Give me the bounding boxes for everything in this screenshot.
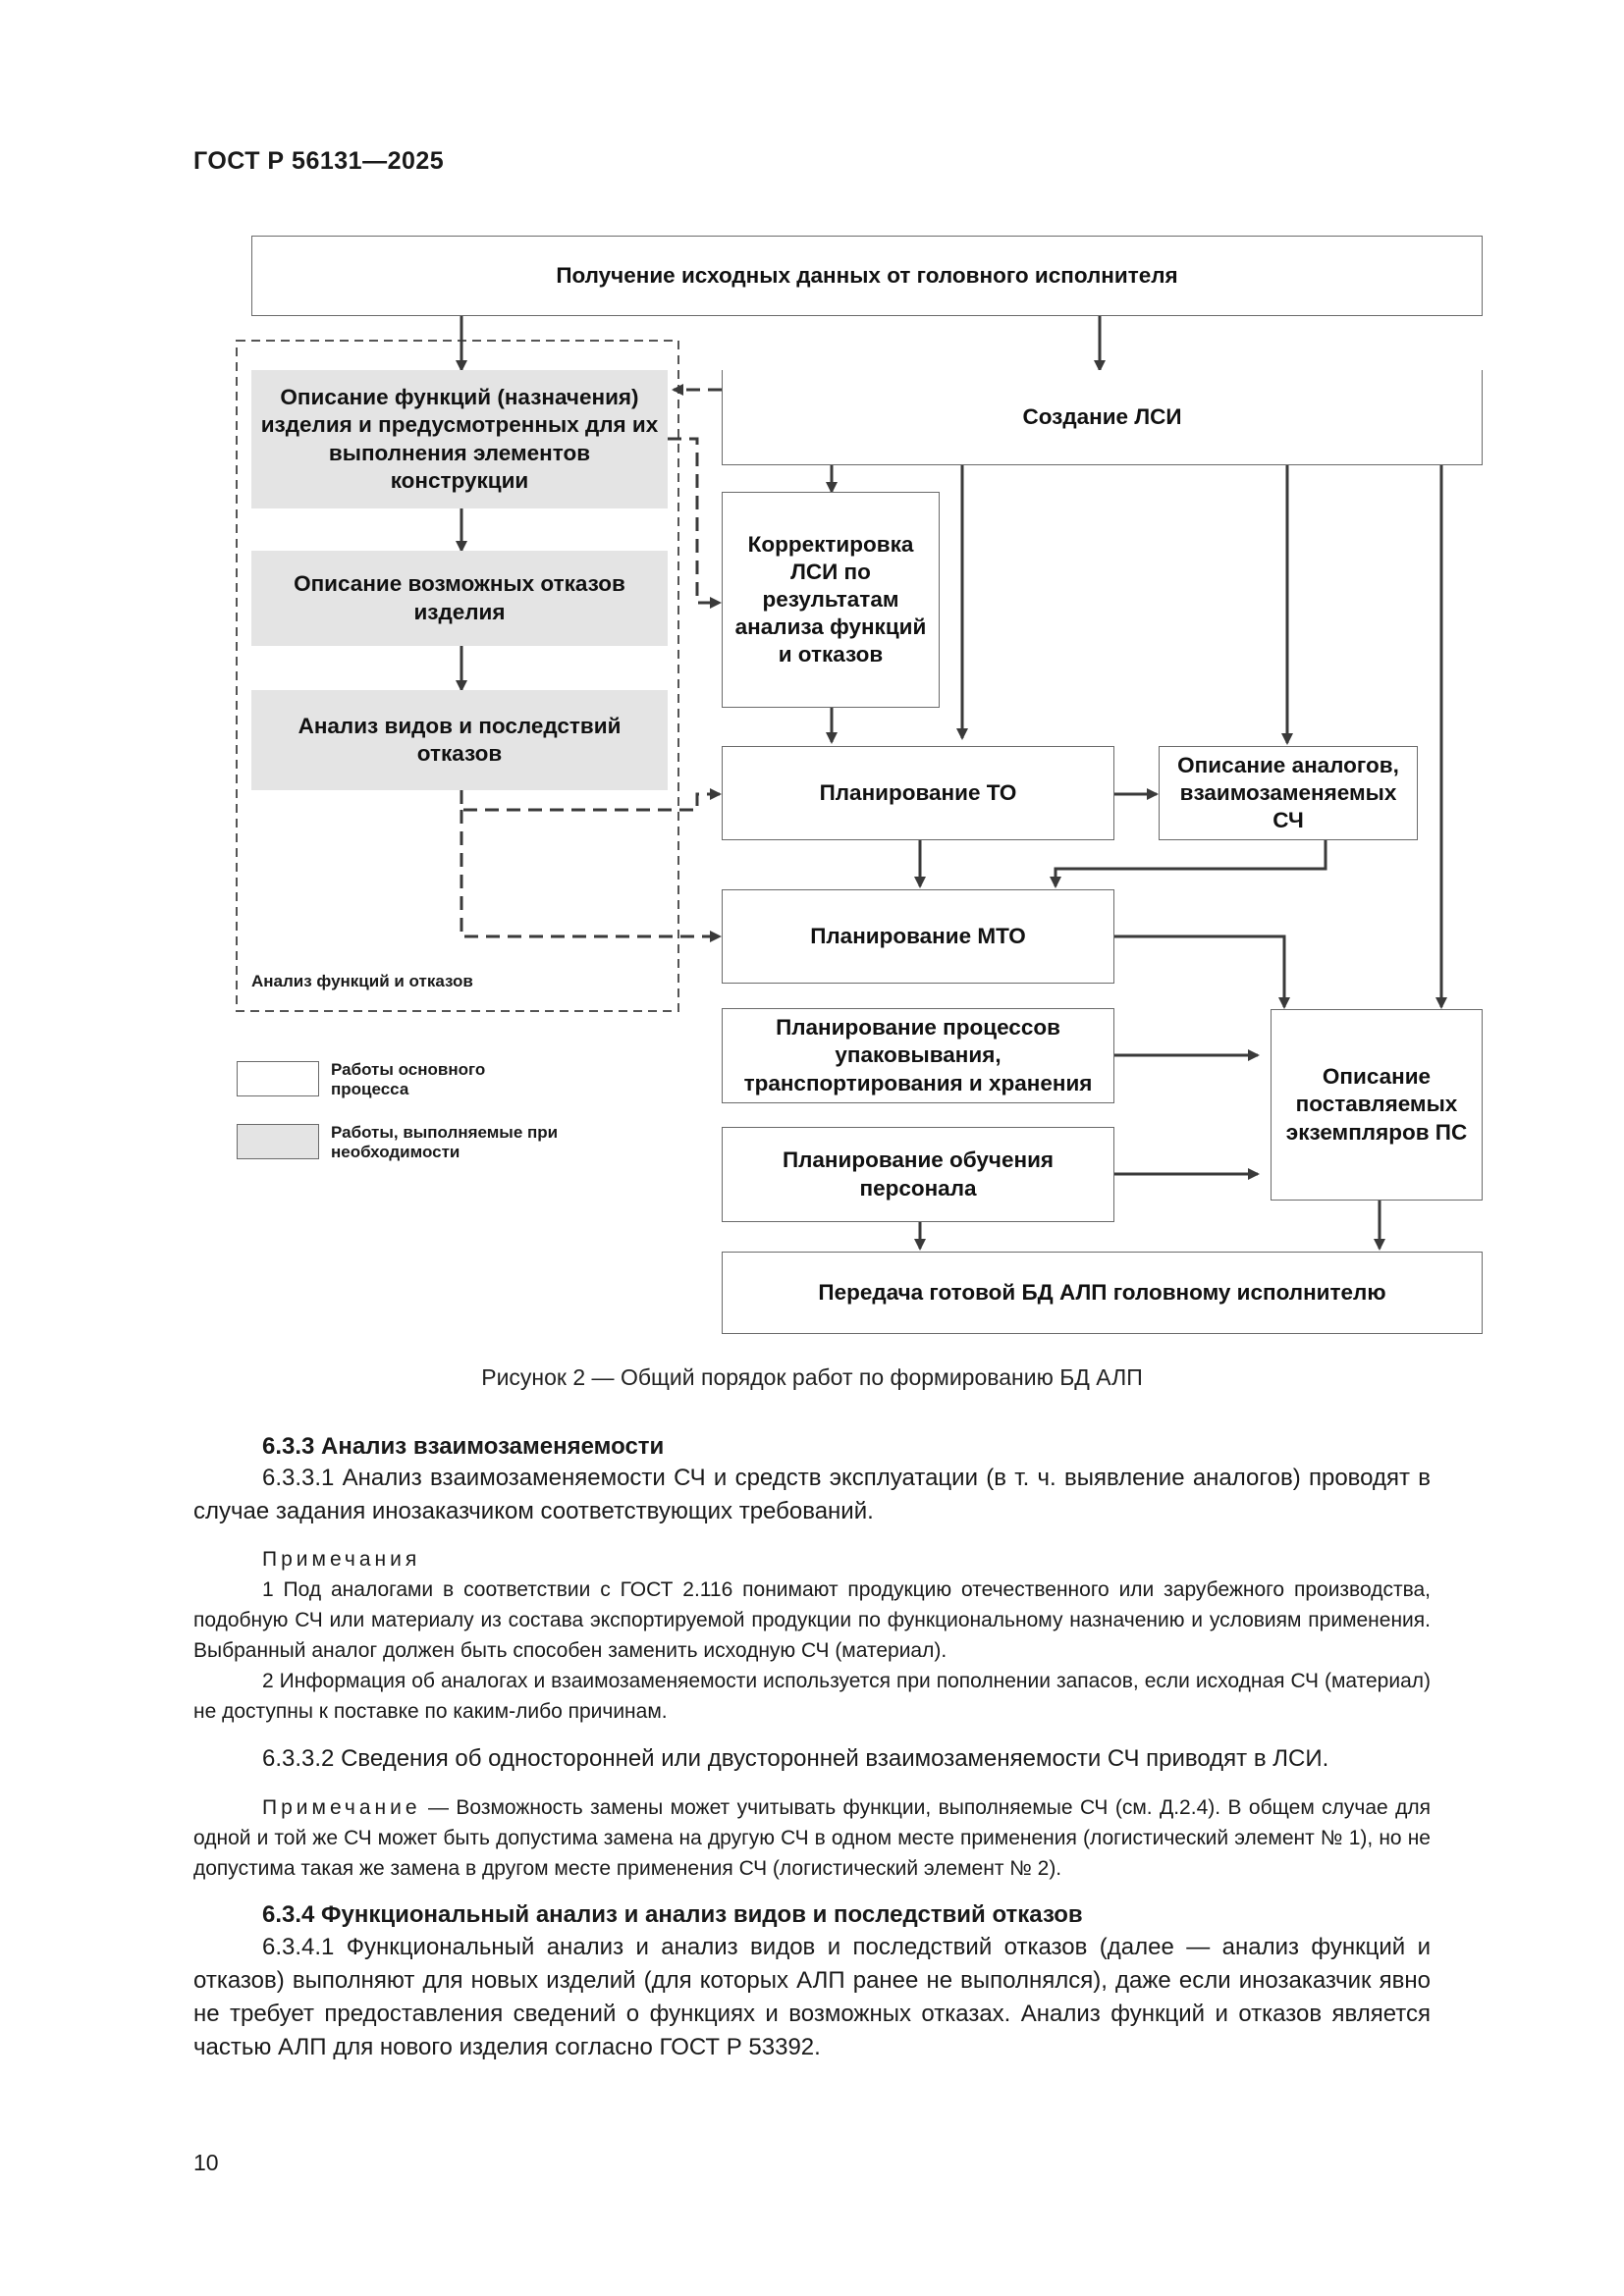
- section-633-title: 6.3.3 Анализ взаимозаменяемости: [262, 1433, 665, 1460]
- handover-box: Передача готовой БД АЛП головному исполн…: [722, 1252, 1483, 1334]
- paragraph-6341: 6.3.4.1 Функциональный анализ и анализ в…: [193, 1934, 1431, 2060]
- page-number: 10: [193, 2150, 219, 2175]
- figure-caption: Рисунок 2 — Общий порядок работ по форми…: [481, 1364, 1143, 1390]
- packaging-planning-box: Планирование процессов упаковывания, тра…: [722, 1008, 1114, 1103]
- training-planning-box: Планирование обучения персонала: [722, 1127, 1114, 1222]
- arrow-analogs-to-mto: [1050, 840, 1327, 888]
- legend-swatch-optional: [237, 1124, 319, 1159]
- note-single: Примечание — Возможность замены может уч…: [193, 1792, 1431, 1884]
- note-single-title: Примечание: [262, 1796, 421, 1819]
- paragraph-6331: 6.3.3.1 Анализ взаимозаменяемости СЧ и с…: [193, 1465, 1431, 1524]
- failure-desc-box: Описание возможных отказов изделия: [251, 551, 668, 646]
- lsi-correction-box: Корректировка ЛСИ по результатам анализа…: [722, 492, 940, 708]
- note-1: 1 Под аналогами в соответствии с ГОСТ 2.…: [193, 1578, 1431, 1662]
- notes-title: Примечания: [262, 1548, 421, 1571]
- dashed-arrow-func-to-correction: [668, 437, 722, 609]
- create-lsi-box: Создание ЛСИ: [722, 370, 1483, 465]
- note-single-text: — Возможность замены может учитывать фун…: [193, 1796, 1431, 1880]
- analogs-box: Описание аналогов, взаимозаменяемых СЧ: [1159, 746, 1418, 840]
- legend-text-main: Работы основного процесса: [331, 1060, 486, 1099]
- section-634-title: 6.3.4 Функциональный анализ и анализ вид…: [262, 1901, 1083, 1928]
- mto-planning-box: Планирование МТО: [722, 889, 1114, 984]
- dashed-arrow-fmea-to-mto: [460, 810, 722, 942]
- arrow-mto-to-supplied: [1114, 934, 1290, 1009]
- func-desc-box: Описание функций (назначения) изделия и …: [251, 370, 668, 508]
- fmea-box: Анализ видов и последствий отказов: [251, 690, 668, 790]
- group-label: Анализ функций и отказов: [251, 972, 473, 990]
- document-header: ГОСТ Р 56131—2025: [193, 147, 445, 175]
- top-box: Получение исходных данных от головного и…: [251, 236, 1483, 316]
- dashed-arrow-fmea-to-to: [460, 788, 722, 812]
- group-frame: [236, 340, 679, 1012]
- to-planning-box: Планирование ТО: [722, 746, 1114, 840]
- paragraph-6332: 6.3.3.2 Сведения об односторонней или дв…: [262, 1745, 1329, 1772]
- legend-swatch-main: [237, 1061, 319, 1096]
- note-2: 2 Информация об аналогах и взаимозаменяе…: [193, 1670, 1431, 1723]
- legend-text-optional: Работы, выполняемые при необходимости: [331, 1123, 559, 1162]
- supplied-desc-box: Описание поставляемых экземпляров ПС: [1271, 1009, 1483, 1201]
